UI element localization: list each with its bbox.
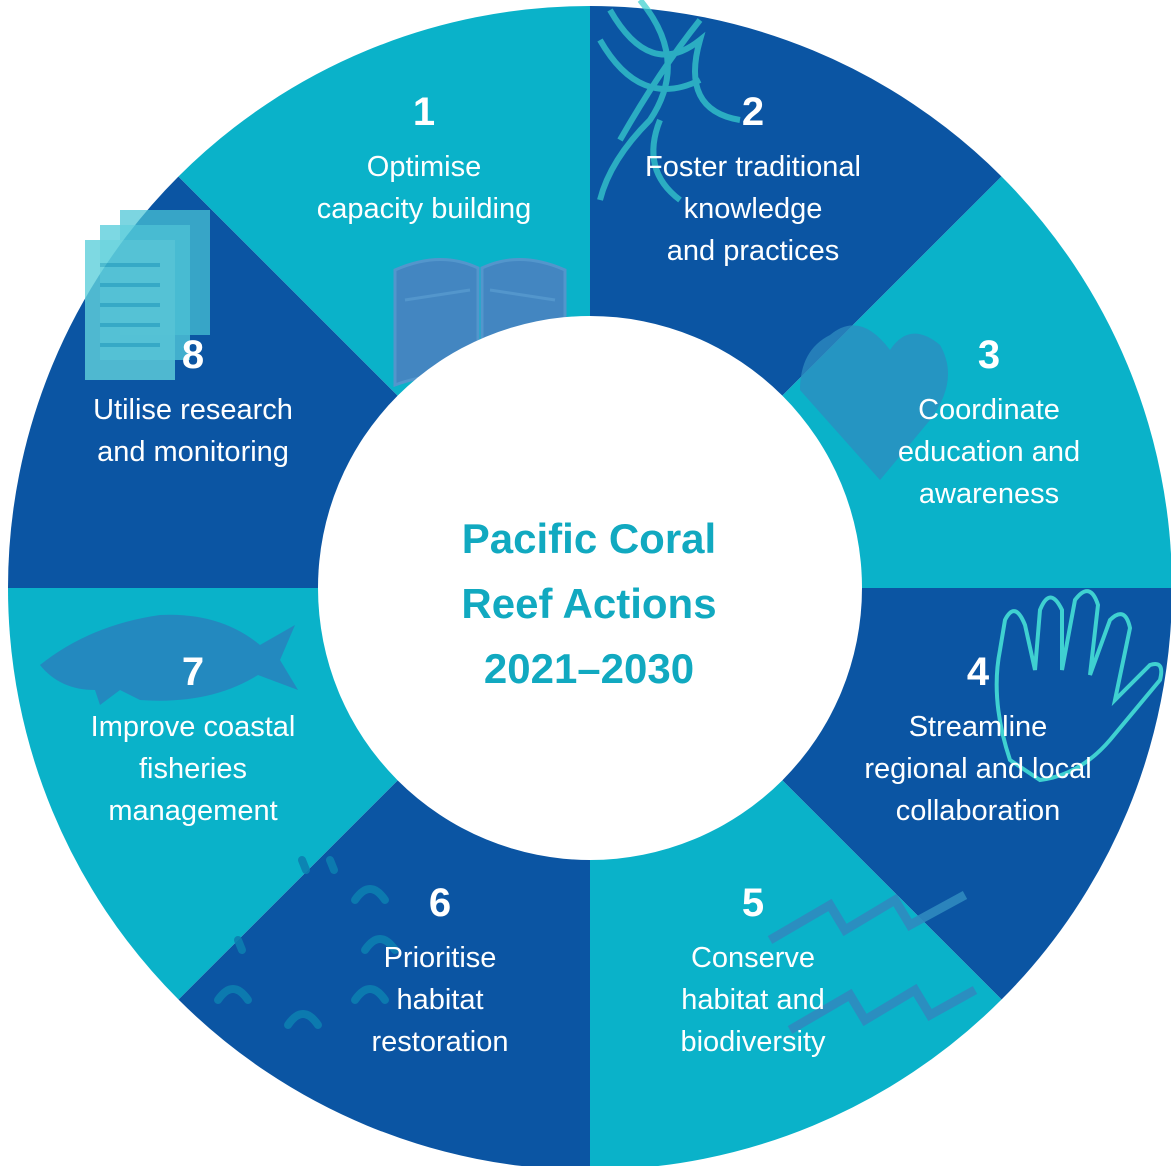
segment-1-number: 1 <box>412 90 436 134</box>
flower-pattern-icon <box>597 0 741 203</box>
segment-1: 1 Optimise capacity building <box>274 90 574 230</box>
segment-3-text: Coordinate education and awareness <box>897 394 1081 510</box>
center-circle <box>318 316 862 860</box>
segment-4-text: Streamline regional and local collaborat… <box>864 711 1092 827</box>
segment-2-number: 2 <box>741 90 765 134</box>
segment-1-text: Optimise capacity building <box>316 151 532 225</box>
segment-3-number: 3 <box>977 333 1001 377</box>
segment-6-number: 6 <box>428 881 452 925</box>
center-title: Pacific Coral Reef Actions 2021–2030 <box>461 515 717 692</box>
segment-5-number: 5 <box>741 881 765 925</box>
segment-7-number: 7 <box>181 650 205 694</box>
segment-6-text: Prioritise habitat restoration <box>371 942 509 1058</box>
fish-icon <box>40 614 298 705</box>
segment-2-text: Foster traditional knowledge and practic… <box>645 151 861 267</box>
segment-7-text: Improve coastal fisheries management <box>90 711 296 827</box>
segment-2: 2 Foster traditional knowledge and pract… <box>603 90 903 272</box>
segment-4: 4 Streamline regional and local collabor… <box>828 650 1128 832</box>
segment-8-number: 8 <box>181 333 205 377</box>
documents-icon <box>85 210 210 380</box>
segment-8: 8 Utilise research and monitoring <box>43 333 343 473</box>
segment-5: 5 Conserve habitat and biodiversity <box>603 881 903 1063</box>
segment-5-text: Conserve habitat and biodiversity <box>680 942 826 1058</box>
waves-icon <box>767 891 978 1034</box>
heart-icon <box>800 325 948 480</box>
segment-3: 3 Coordinate education and awareness <box>839 333 1139 515</box>
hand-icon <box>994 589 1164 783</box>
segment-4-number: 4 <box>966 650 990 694</box>
segment-6: 6 Prioritise habitat restoration <box>290 881 590 1063</box>
coral-dots-icon <box>214 856 399 1029</box>
segment-8-text: Utilise research and monitoring <box>93 394 293 468</box>
segment-7: 7 Improve coastal fisheries management <box>43 650 343 832</box>
